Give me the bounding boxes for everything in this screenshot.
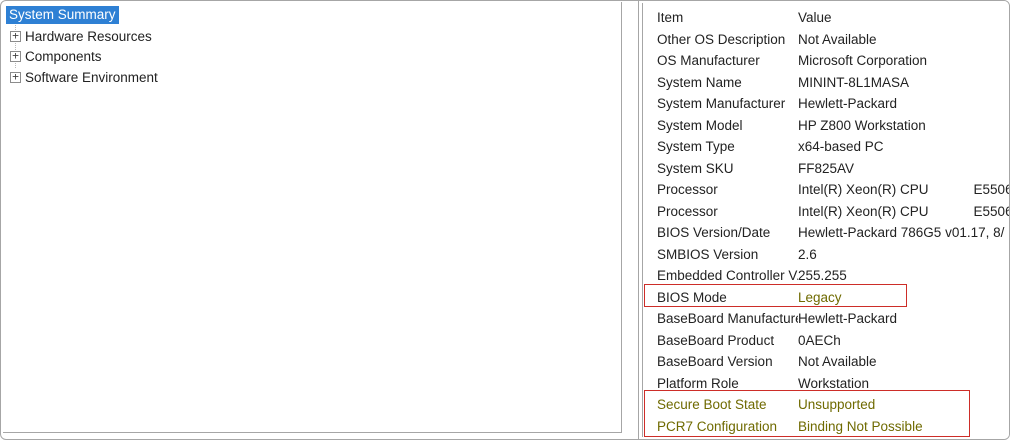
table-row[interactable]: System Name MININT-8L1MASA	[643, 72, 1009, 94]
list-header-row: Item Value	[643, 7, 1009, 29]
item-cell: SMBIOS Version	[657, 246, 759, 262]
category-tree-pane: System Summary + Hardware Resources + Compon…	[3, 2, 622, 433]
expand-plus-icon[interactable]: +	[10, 50, 21, 63]
table-row[interactable]: Processor Intel(R) Xeon(R) CPU E5506	[643, 201, 1010, 223]
table-row[interactable]: System Model HP Z800 Workstation	[643, 115, 1009, 137]
value-cell: 0AECh	[798, 332, 841, 348]
table-row[interactable]: System SKU FF825AV	[643, 158, 1009, 180]
tree-item[interactable]: + Software Environment	[3, 67, 621, 88]
value-cell: Not Available	[798, 354, 877, 370]
value-cell: Intel(R) Xeon(R) CPU E5506	[798, 182, 1010, 198]
category-tree: System Summary + Hardware Resources + Compon…	[3, 5, 621, 88]
table-row[interactable]: Platform Role Workstation	[643, 373, 1009, 395]
item-cell: PCR7 Configuration	[657, 418, 778, 434]
value-cell: Microsoft Corporation	[798, 53, 928, 69]
item-cell: Platform Role	[657, 375, 739, 391]
item-cell: Other OS Description	[657, 31, 786, 47]
tree-connector-line	[15, 16, 16, 68]
table-row[interactable]: PCR7 Configuration Binding Not Possible	[643, 416, 1009, 438]
item-cell: System Type	[657, 139, 735, 155]
table-row[interactable]: BIOS Version/Date Hewlett-Packard 786G5 v…	[643, 222, 1009, 244]
column-header-value[interactable]: Value	[798, 10, 832, 26]
value-cell: 255.255	[798, 268, 847, 284]
value-cell: Not Available	[798, 31, 877, 47]
pane-splitter[interactable]	[623, 2, 638, 439]
value-cell: Hewlett-Packard	[798, 96, 898, 112]
item-cell: OS Manufacturer	[657, 53, 760, 69]
item-cell: BIOS Version/Date	[657, 225, 771, 241]
tree-item[interactable]: + Components	[3, 46, 621, 67]
item-cell: Processor	[657, 182, 718, 198]
table-row[interactable]: SMBIOS Version 2.6	[643, 244, 1009, 266]
value-cell: Unsupported	[798, 397, 876, 413]
tree-item[interactable]: System Summary	[3, 5, 621, 26]
tree-item-label: Hardware Resources	[25, 28, 152, 44]
value-cell: Hewlett-Packard 786G5 v01.17, 8/	[798, 225, 1005, 241]
table-row[interactable]: BIOS Mode Legacy	[643, 287, 1009, 309]
value-cell: MININT-8L1MASA	[798, 74, 910, 90]
value-cell: Legacy	[798, 289, 842, 305]
item-cell: System Manufacturer	[657, 96, 786, 112]
table-row[interactable]: BaseBoard Version Not Available	[643, 351, 1009, 373]
expand-plus-icon[interactable]: +	[10, 30, 21, 42]
item-cell: System Model	[657, 117, 743, 133]
value-cell: FF825AV	[798, 160, 855, 176]
item-cell: Processor	[657, 203, 718, 219]
item-cell: System Name	[657, 74, 742, 90]
table-row[interactable]: Other OS Description Not Available	[643, 29, 1009, 51]
table-row[interactable]: OS Manufacturer Microsoft Corporation	[643, 50, 1009, 72]
item-cell: BIOS Mode	[657, 289, 727, 305]
tree-item[interactable]: + Hardware Resources	[3, 26, 621, 47]
value-cell: HP Z800 Workstation	[798, 117, 926, 133]
item-cell: BaseBoard Product	[657, 332, 775, 348]
tree-item-label: Components	[25, 49, 102, 65]
item-cell: Embedded Controller V...	[657, 268, 798, 284]
value-cell: Binding Not Possible	[798, 418, 923, 434]
table-row[interactable]: Processor Intel(R) Xeon(R) CPU E5506	[643, 179, 1010, 201]
item-cell: BaseBoard Manufacturer	[657, 311, 798, 327]
tree-item-label: Software Environment	[25, 69, 158, 85]
value-cell: Hewlett-Packard	[798, 311, 898, 327]
table-row[interactable]: System Type x64-based PC	[643, 136, 1009, 158]
tree-item-label: System Summary	[6, 6, 119, 25]
value-cell: Intel(R) Xeon(R) CPU E5506	[798, 203, 1010, 219]
value-cell: 2.6	[798, 246, 817, 262]
expand-plus-icon[interactable]: +	[10, 71, 21, 83]
table-row[interactable]: BaseBoard Product 0AECh	[643, 330, 1009, 352]
table-row[interactable]: Secure Boot State Unsupported	[643, 394, 1009, 416]
item-cell: BaseBoard Version	[657, 354, 773, 370]
item-cell: Secure Boot State	[657, 397, 767, 413]
column-header-item[interactable]: Item	[657, 10, 684, 26]
table-row[interactable]: Embedded Controller V...255.255	[643, 265, 1009, 287]
value-cell: Workstation	[798, 375, 870, 391]
table-row[interactable]: System Manufacturer Hewlett-Packard	[643, 93, 1009, 115]
value-cell: x64-based PC	[798, 139, 884, 155]
item-cell: System SKU	[657, 160, 734, 176]
